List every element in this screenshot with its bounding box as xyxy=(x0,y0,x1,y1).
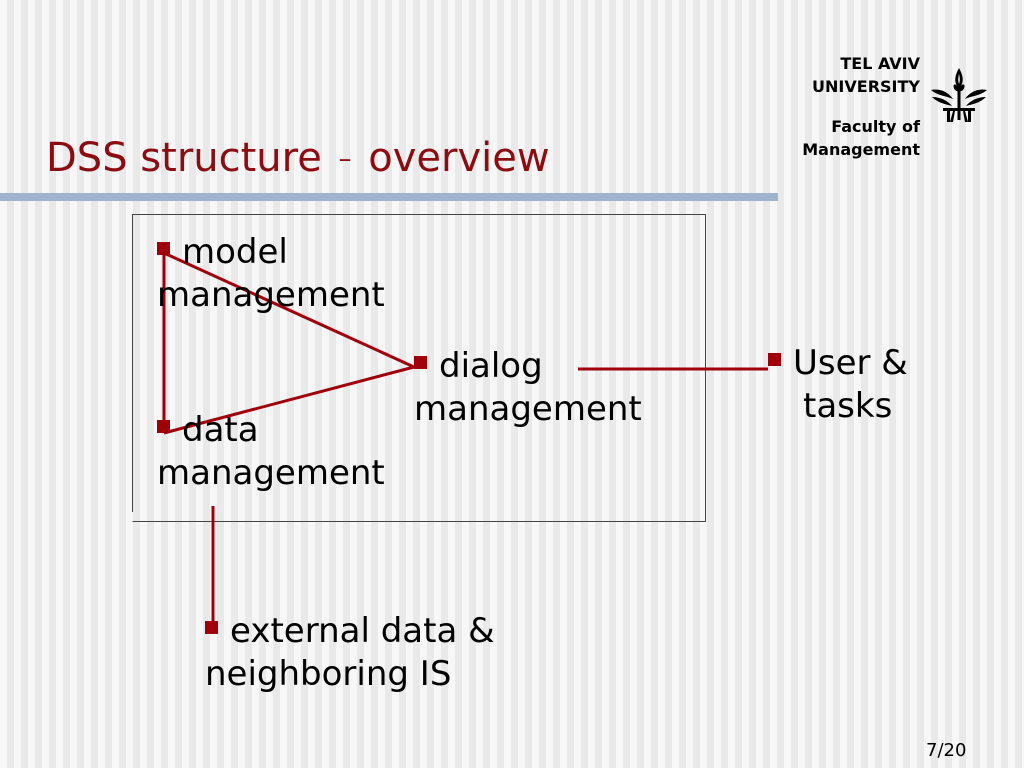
page-number: 7/20 xyxy=(926,740,967,761)
university-emblem-icon xyxy=(931,68,987,122)
bullet-square-icon xyxy=(768,353,781,366)
university-name-line2: UNIVERSITY xyxy=(812,77,920,96)
dss-boundary-left-edge xyxy=(132,214,133,512)
title-tail: overview xyxy=(368,135,550,181)
bullet-square-icon xyxy=(414,356,427,369)
title-main: DSS structure xyxy=(46,135,322,181)
node-dialog-management-line1: dialog xyxy=(439,346,543,386)
edge-data-to-dialog xyxy=(163,365,415,435)
faculty-line2: Management xyxy=(802,140,920,159)
node-data-management-line1: data xyxy=(182,410,259,450)
node-model-management: model management xyxy=(157,231,385,317)
node-user-tasks-line1: User & xyxy=(793,343,908,383)
title-dash: – xyxy=(338,144,352,174)
node-data-management-line2: management xyxy=(157,453,385,493)
bullet-square-icon xyxy=(205,621,218,634)
node-external-data-line1: external data & xyxy=(230,611,495,651)
node-user-tasks-line2: tasks xyxy=(803,386,893,426)
university-name-line1: TEL AVIV xyxy=(840,54,920,73)
bullet-square-icon xyxy=(157,242,170,255)
node-external-data: external data & neighboring IS xyxy=(205,610,495,696)
node-external-data-line2: neighboring IS xyxy=(205,654,452,694)
bullet-square-icon xyxy=(157,420,170,433)
title-underline xyxy=(0,193,778,201)
node-dialog-management-line2: management xyxy=(414,389,642,429)
edge-model-to-dialog xyxy=(163,251,415,369)
page-title: DSS structure – overview xyxy=(46,130,550,187)
node-user-tasks: User & tasks xyxy=(768,342,908,428)
node-data-management: data management xyxy=(157,409,385,495)
node-model-management-line1: model xyxy=(182,232,288,272)
node-dialog-management: dialog management xyxy=(414,345,642,431)
faculty-line1: Faculty of xyxy=(831,117,920,136)
node-model-management-line2: management xyxy=(157,275,385,315)
university-label: TEL AVIV UNIVERSITY Faculty of Managemen… xyxy=(802,52,920,161)
